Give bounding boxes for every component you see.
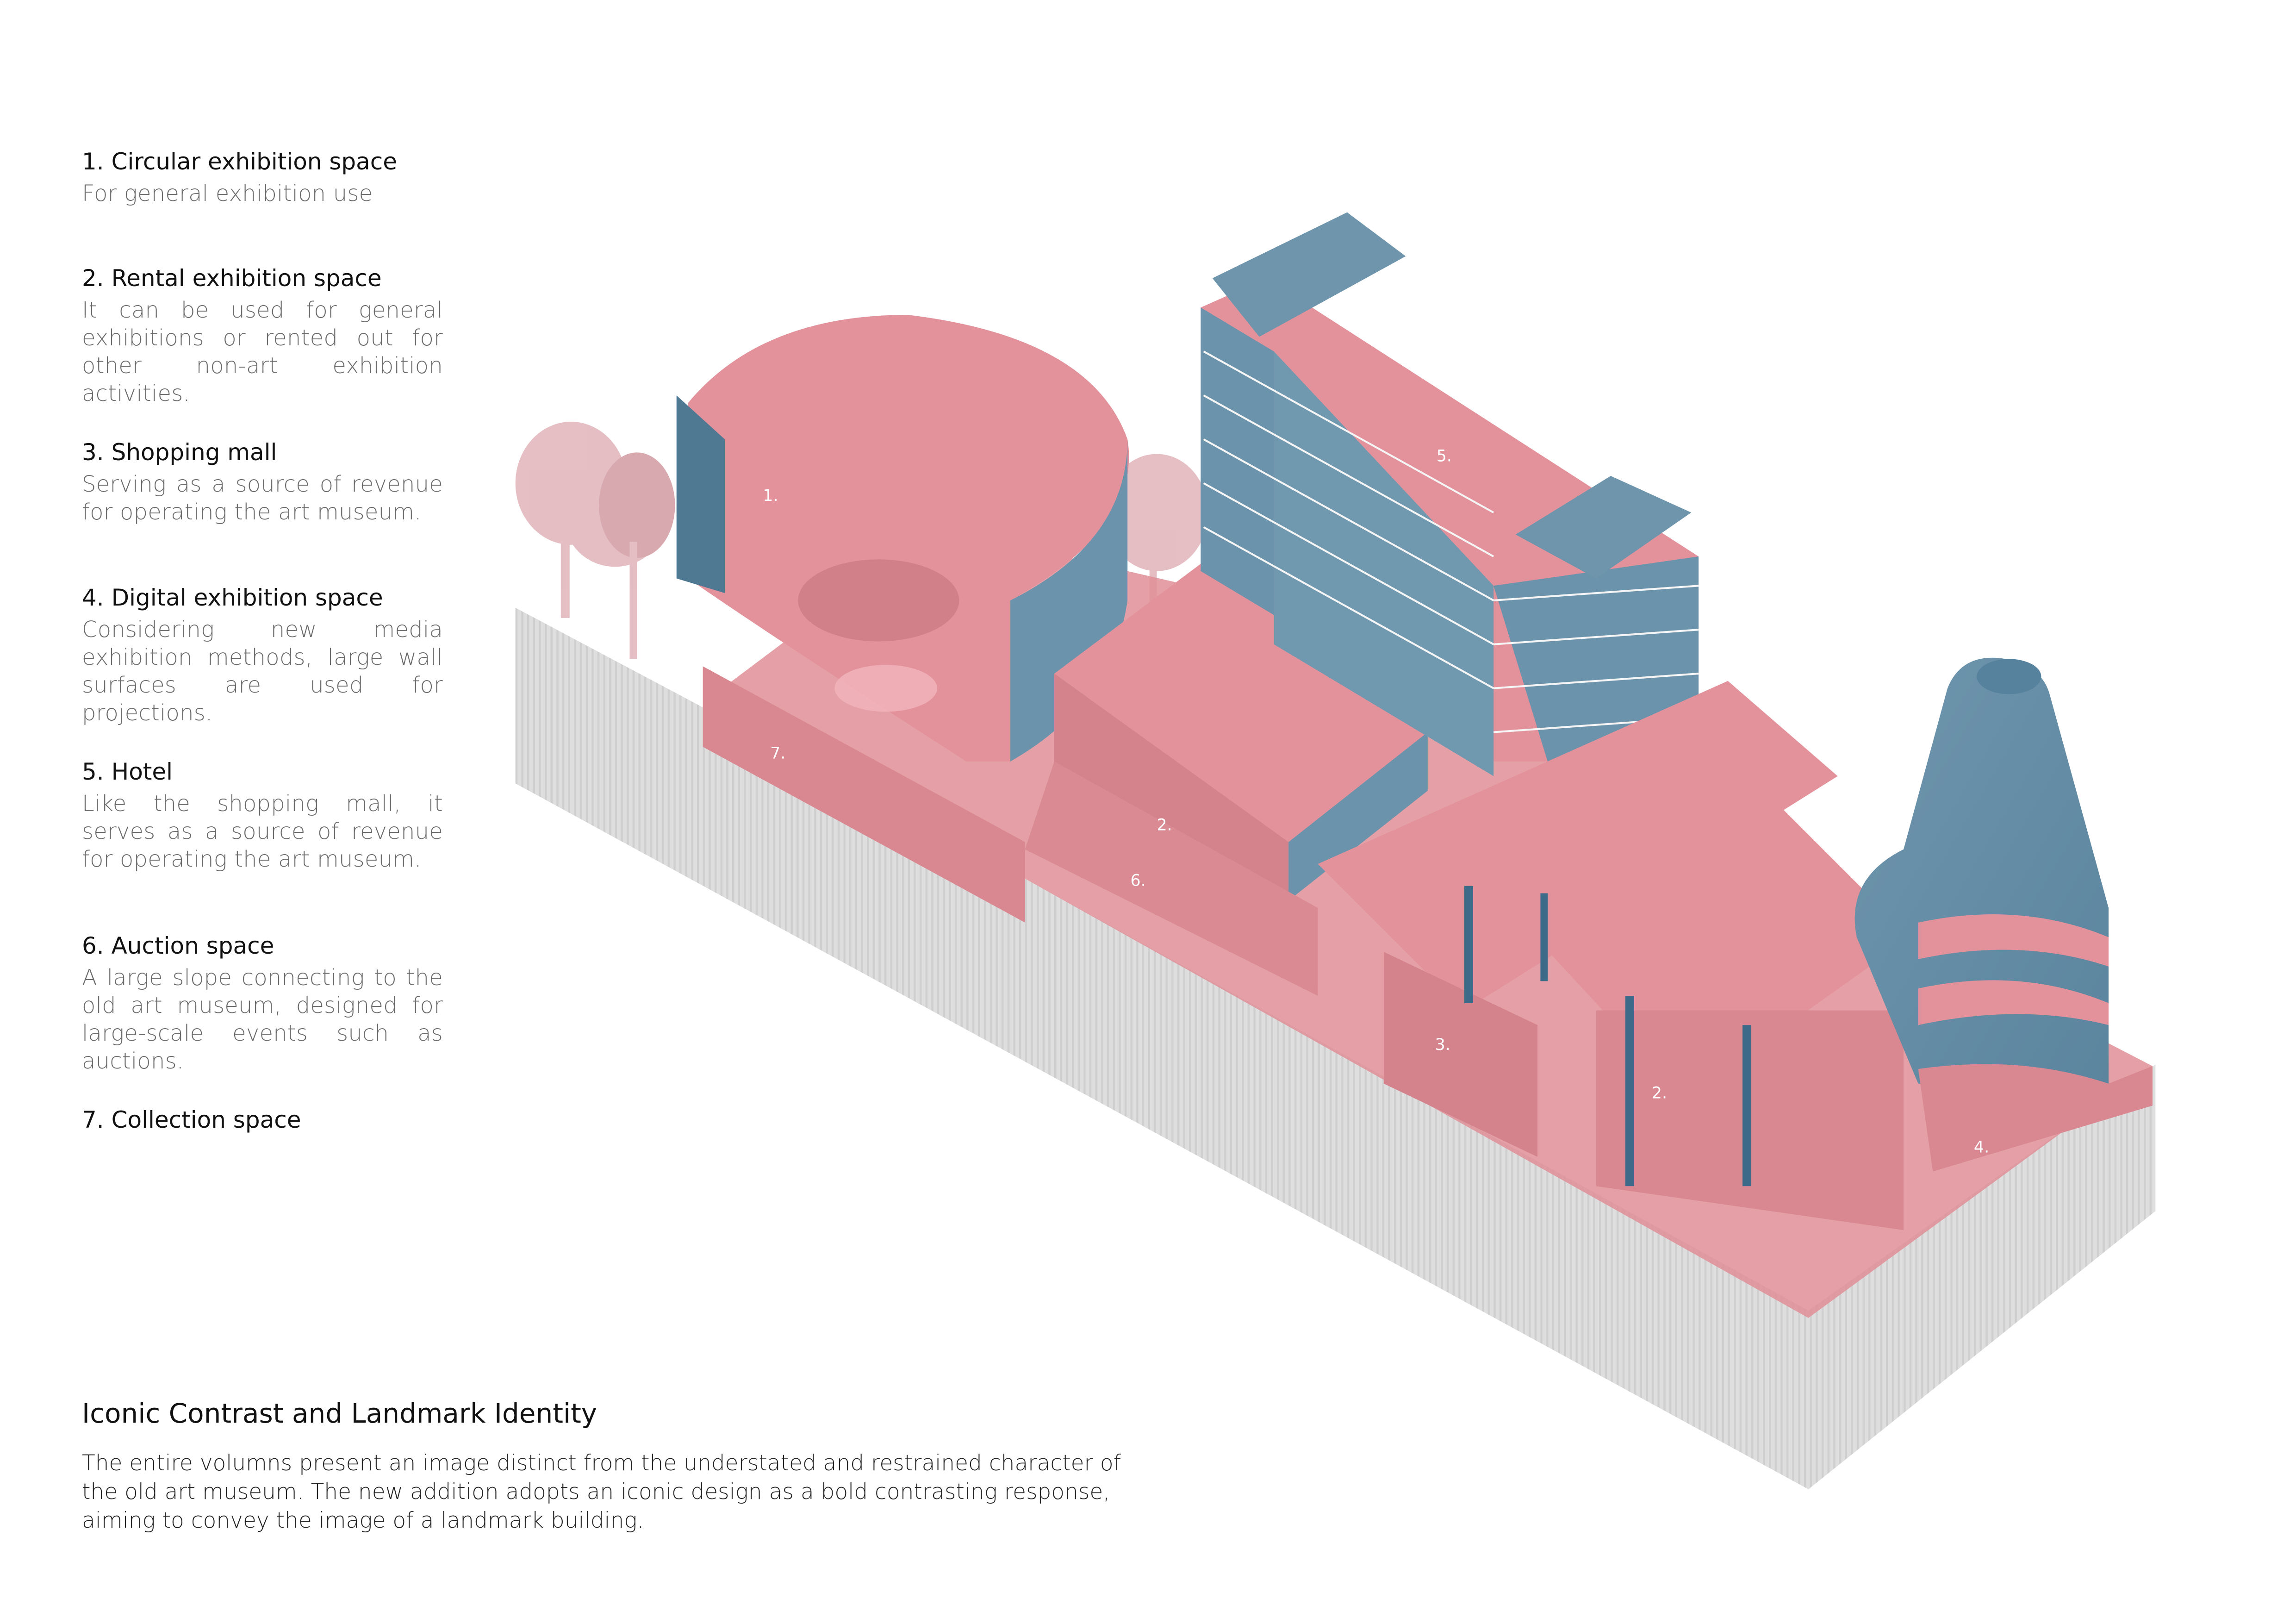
ground-slab [515, 607, 2156, 1489]
label-1: 1. [763, 487, 778, 505]
legend-title: 2. Rental exhibition space [82, 265, 382, 292]
label-7: 7. [770, 744, 785, 763]
legend-item-5: 5. Hotel Like the shopping mall, it serv… [82, 757, 443, 873]
legend-desc: Considering new media exhibition methods… [82, 617, 443, 726]
legend-title: 5. Hotel [82, 758, 173, 785]
shopping-mall-block [1318, 681, 1911, 1230]
legend-item-4: 4. Digital exhibition space Considering … [82, 583, 443, 727]
legend-title: 1. Circular exhibition space [82, 148, 398, 175]
legend-item-7: 7. Collection space [82, 1106, 443, 1134]
collection-space-slab [703, 666, 1025, 923]
label-6: 6. [1131, 872, 1146, 890]
circular-exhibition-building [676, 315, 1129, 762]
section-paragraph: The entire volumns present an image dist… [82, 1450, 1121, 1533]
legend-item-3: 3. Shopping mall Serving as a source of … [82, 438, 443, 526]
label-4: 4. [1974, 1138, 1989, 1156]
label-3: 3. [1435, 1036, 1450, 1054]
legend-item-6: 6. Auction space A large slope connectin… [82, 931, 443, 1075]
label-2a: 2. [1157, 816, 1172, 835]
legend-title: 6. Auction space [82, 932, 274, 959]
legend-desc: Serving as a source of revenue for opera… [82, 471, 443, 525]
section-title: Iconic Contrast and Landmark Identity [82, 1398, 597, 1429]
legend-desc: Like the shopping mall, it serves as a s… [82, 791, 443, 872]
legend-item-1: 1. Circular exhibition space For general… [82, 147, 443, 207]
legend-title: 4. Digital exhibition space [82, 584, 383, 611]
legend-title: 3. Shopping mall [82, 439, 277, 466]
legend-desc: For general exhibition use [82, 181, 373, 206]
legend-title: 7. Collection space [82, 1106, 301, 1133]
footer-section: Iconic Contrast and Landmark Identity Th… [82, 1397, 1146, 1535]
legend-item-2: 2. Rental exhibition space It can be use… [82, 264, 443, 407]
label-2b: 2. [1652, 1084, 1667, 1102]
legend-desc: It can be used for general exhibitions o… [82, 297, 443, 406]
hotel-tower [1201, 212, 1699, 776]
legend-desc: A large slope connecting to the old art … [82, 965, 443, 1074]
digital-exhibition-cone [1854, 657, 2153, 1172]
label-5: 5. [1437, 447, 1452, 465]
rental-auction-block [1025, 563, 1428, 996]
